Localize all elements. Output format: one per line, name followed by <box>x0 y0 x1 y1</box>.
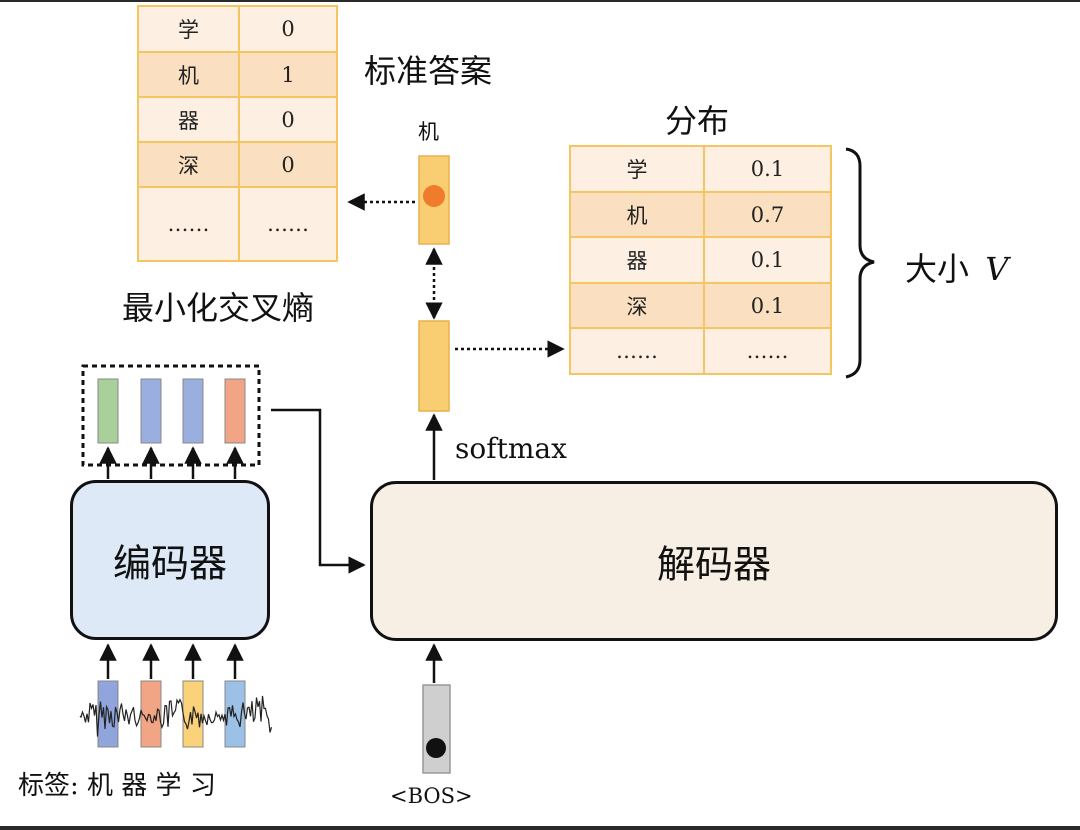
distribution-token-cell: 器 <box>569 236 705 284</box>
bos-dot <box>426 738 446 758</box>
distribution-token-cell: 深 <box>569 282 705 329</box>
encoder-output-vector <box>182 378 204 444</box>
distribution-token-cell: 学 <box>569 145 705 193</box>
ground-truth-token-cell: 器 <box>137 96 240 143</box>
distribution-token-cell: 机 <box>569 191 705 238</box>
ground-truth-value-cell: 0 <box>238 141 338 188</box>
ground-truth-token-cell: …… <box>137 186 240 262</box>
decoder-block: 解码器 <box>370 481 1058 641</box>
distribution-row: ………… <box>569 327 832 375</box>
distribution-token-cell: …… <box>569 327 705 375</box>
distribution-value-cell: 0.1 <box>703 282 832 329</box>
predicted-token-label: 机 <box>418 120 439 144</box>
ground-truth-value-cell: …… <box>238 186 338 262</box>
vocab-size-text: 大小 <box>905 250 970 288</box>
distribution-value-cell: 0.1 <box>703 145 832 193</box>
predicted-dot <box>423 185 445 207</box>
encoder-output-vector <box>97 378 119 444</box>
ground-truth-value-cell: 0 <box>238 96 338 143</box>
bottom-border <box>0 826 1080 830</box>
top-border <box>0 0 1080 2</box>
encoder-output-box <box>81 364 261 467</box>
distribution-value-cell: …… <box>703 327 832 375</box>
ground-truth-token-cell: 学 <box>137 5 240 53</box>
distribution-title: 分布 <box>665 102 730 140</box>
vocab-size-label: 大小 V <box>905 244 1008 290</box>
encoder-output-vector <box>224 378 246 444</box>
softmax-label: softmax <box>455 432 567 465</box>
ground-truth-value-cell: 0 <box>238 5 338 53</box>
bos-vector <box>422 684 451 774</box>
ground-truth-title: 标准答案 <box>364 52 493 90</box>
ground-truth-token-cell: 机 <box>137 51 240 98</box>
encoder-output-vector <box>140 378 162 444</box>
distribution-value-cell: 0.1 <box>703 236 832 284</box>
decoder-label: 解码器 <box>656 542 771 587</box>
bos-label: <BOS> <box>390 784 473 808</box>
vocab-brace <box>845 147 875 379</box>
encoder-to-decoder-arrow <box>271 408 366 574</box>
encoder-block: 编码器 <box>70 480 270 640</box>
distribution-value-cell: 0.7 <box>703 191 832 238</box>
labels-caption: 标签: 机 器 学 习 <box>18 771 216 801</box>
ground-truth-row: ………… <box>137 186 338 262</box>
cross-entropy-label: 最小化交叉熵 <box>122 289 315 327</box>
ground-truth-token-cell: 深 <box>137 141 240 188</box>
vocab-size-var: V <box>985 250 1009 288</box>
audio-waveform <box>79 695 273 737</box>
ground-truth-value-cell: 1 <box>238 51 338 98</box>
output-vector-softmax <box>418 320 450 412</box>
encoder-label: 编码器 <box>112 541 227 586</box>
encoder-input-vector <box>140 680 162 748</box>
